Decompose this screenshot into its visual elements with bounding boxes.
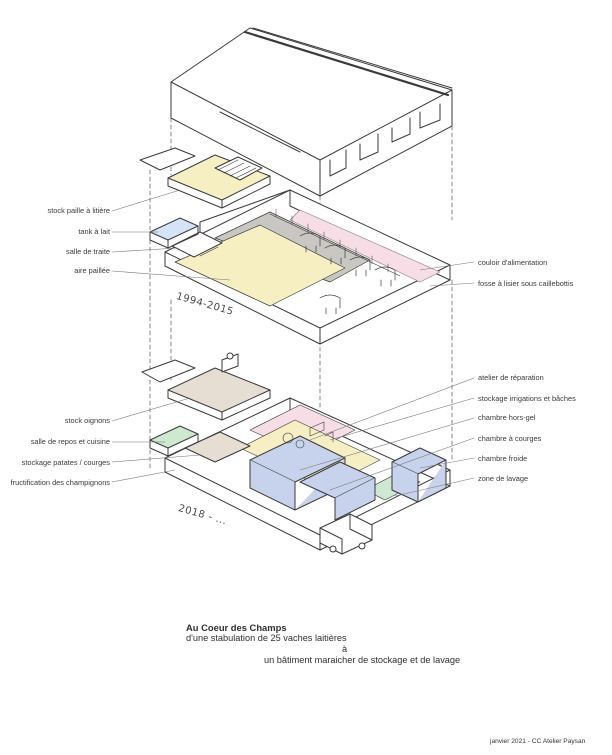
label-tank-lait: tank à lait xyxy=(78,227,110,236)
van xyxy=(319,513,373,555)
label-salle-repos: salle de repos et cuisine xyxy=(30,437,110,446)
label-fructification: fructification des champignons xyxy=(10,478,110,487)
stock-oignons-platform xyxy=(141,352,271,421)
label-stock-paille: stock paille à litière xyxy=(47,206,110,215)
caption-line-3: un bâtiment maraicher de stockage et de … xyxy=(264,655,461,665)
leader-lines xyxy=(111,189,475,497)
label-couloir: couloir d'alimentation xyxy=(478,258,548,267)
stockage-patates-box xyxy=(149,425,199,457)
label-stockage-patates: stockage patates / courges xyxy=(21,458,110,467)
caption-title: Au Coeur des Champs xyxy=(186,622,287,633)
label-stock-oignons: stock oignons xyxy=(64,416,110,425)
label-chambre-courges: chambre à courges xyxy=(478,434,542,443)
label-stockage-irrigations: stockage irrigations et bâches xyxy=(478,394,576,403)
label-chambre-froide: chambre froide xyxy=(478,454,528,463)
level-1994-2015 xyxy=(164,189,451,345)
label-chambre-hors-gel: chambre hors-gel xyxy=(478,413,536,422)
label-aire-paillee: aire paillée xyxy=(74,266,110,275)
label-salle-traite: salle de traite xyxy=(66,247,110,256)
credit: janvier 2021 - CC Atelier Paysan xyxy=(490,738,586,745)
label-fosse: fosse à lisier sous caillebottis xyxy=(478,279,574,288)
label-atelier: atelier de réparation xyxy=(478,373,544,382)
level-2018 xyxy=(164,397,451,555)
caption: Au Coeur des Champs d'une stabulation de… xyxy=(186,622,526,666)
caption-line-2: à xyxy=(342,644,348,654)
label-zone-lavage: zone de lavage xyxy=(478,474,529,483)
stock-paille-platform xyxy=(139,147,271,209)
tank-a-lait xyxy=(149,217,199,249)
caption-line-1: d'une stabulation de 25 vaches laitières xyxy=(186,633,347,643)
